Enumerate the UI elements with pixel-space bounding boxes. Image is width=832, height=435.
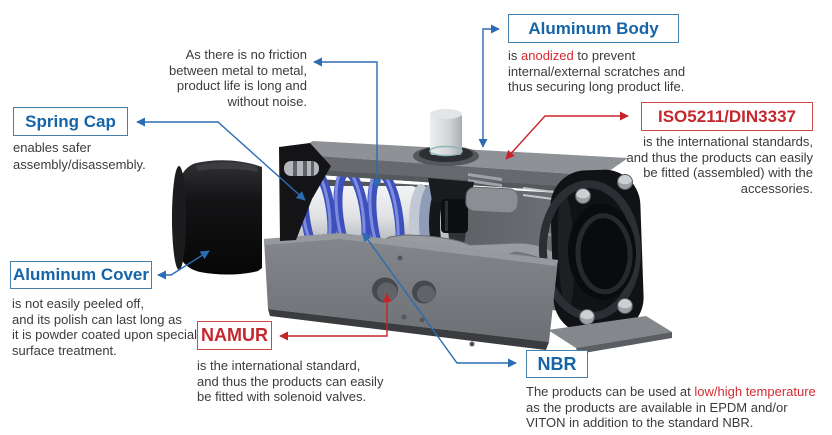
iso-note: is the international standards,and thus …: [626, 134, 813, 196]
flange-bolts: [575, 174, 633, 325]
aluminum-cover-note: is not easily peeled off,and its polish …: [12, 296, 198, 358]
leader-nbr: [362, 232, 517, 368]
leader-iso: [505, 111, 629, 160]
nbr-note: The products can be used at low/high tem…: [526, 384, 816, 431]
end-flange: [538, 169, 644, 335]
leader-spring-cap: [136, 117, 306, 201]
aluminum-body-label: Aluminum Body: [508, 14, 679, 43]
namur-note: is the international standard,and thus t…: [197, 358, 384, 405]
leader-aluminum-body: [478, 24, 500, 148]
iso-label: ISO5211/DIN3337: [641, 102, 813, 131]
leader-aluminum-cover: [157, 250, 210, 280]
aluminum-cover-label: Aluminum Cover: [10, 261, 152, 289]
leader-friction-note: [313, 57, 382, 189]
nbr-label: NBR: [526, 350, 588, 378]
stopper-tab: [465, 186, 519, 214]
pinion-shaft: [428, 178, 474, 233]
stem: [413, 109, 479, 166]
travel-stop-pin: [284, 161, 319, 176]
end-cover: [172, 160, 262, 275]
spring-cap-label: Spring Cap: [13, 107, 128, 136]
namur-label: NAMUR: [197, 321, 272, 350]
base-foot: [548, 316, 672, 354]
